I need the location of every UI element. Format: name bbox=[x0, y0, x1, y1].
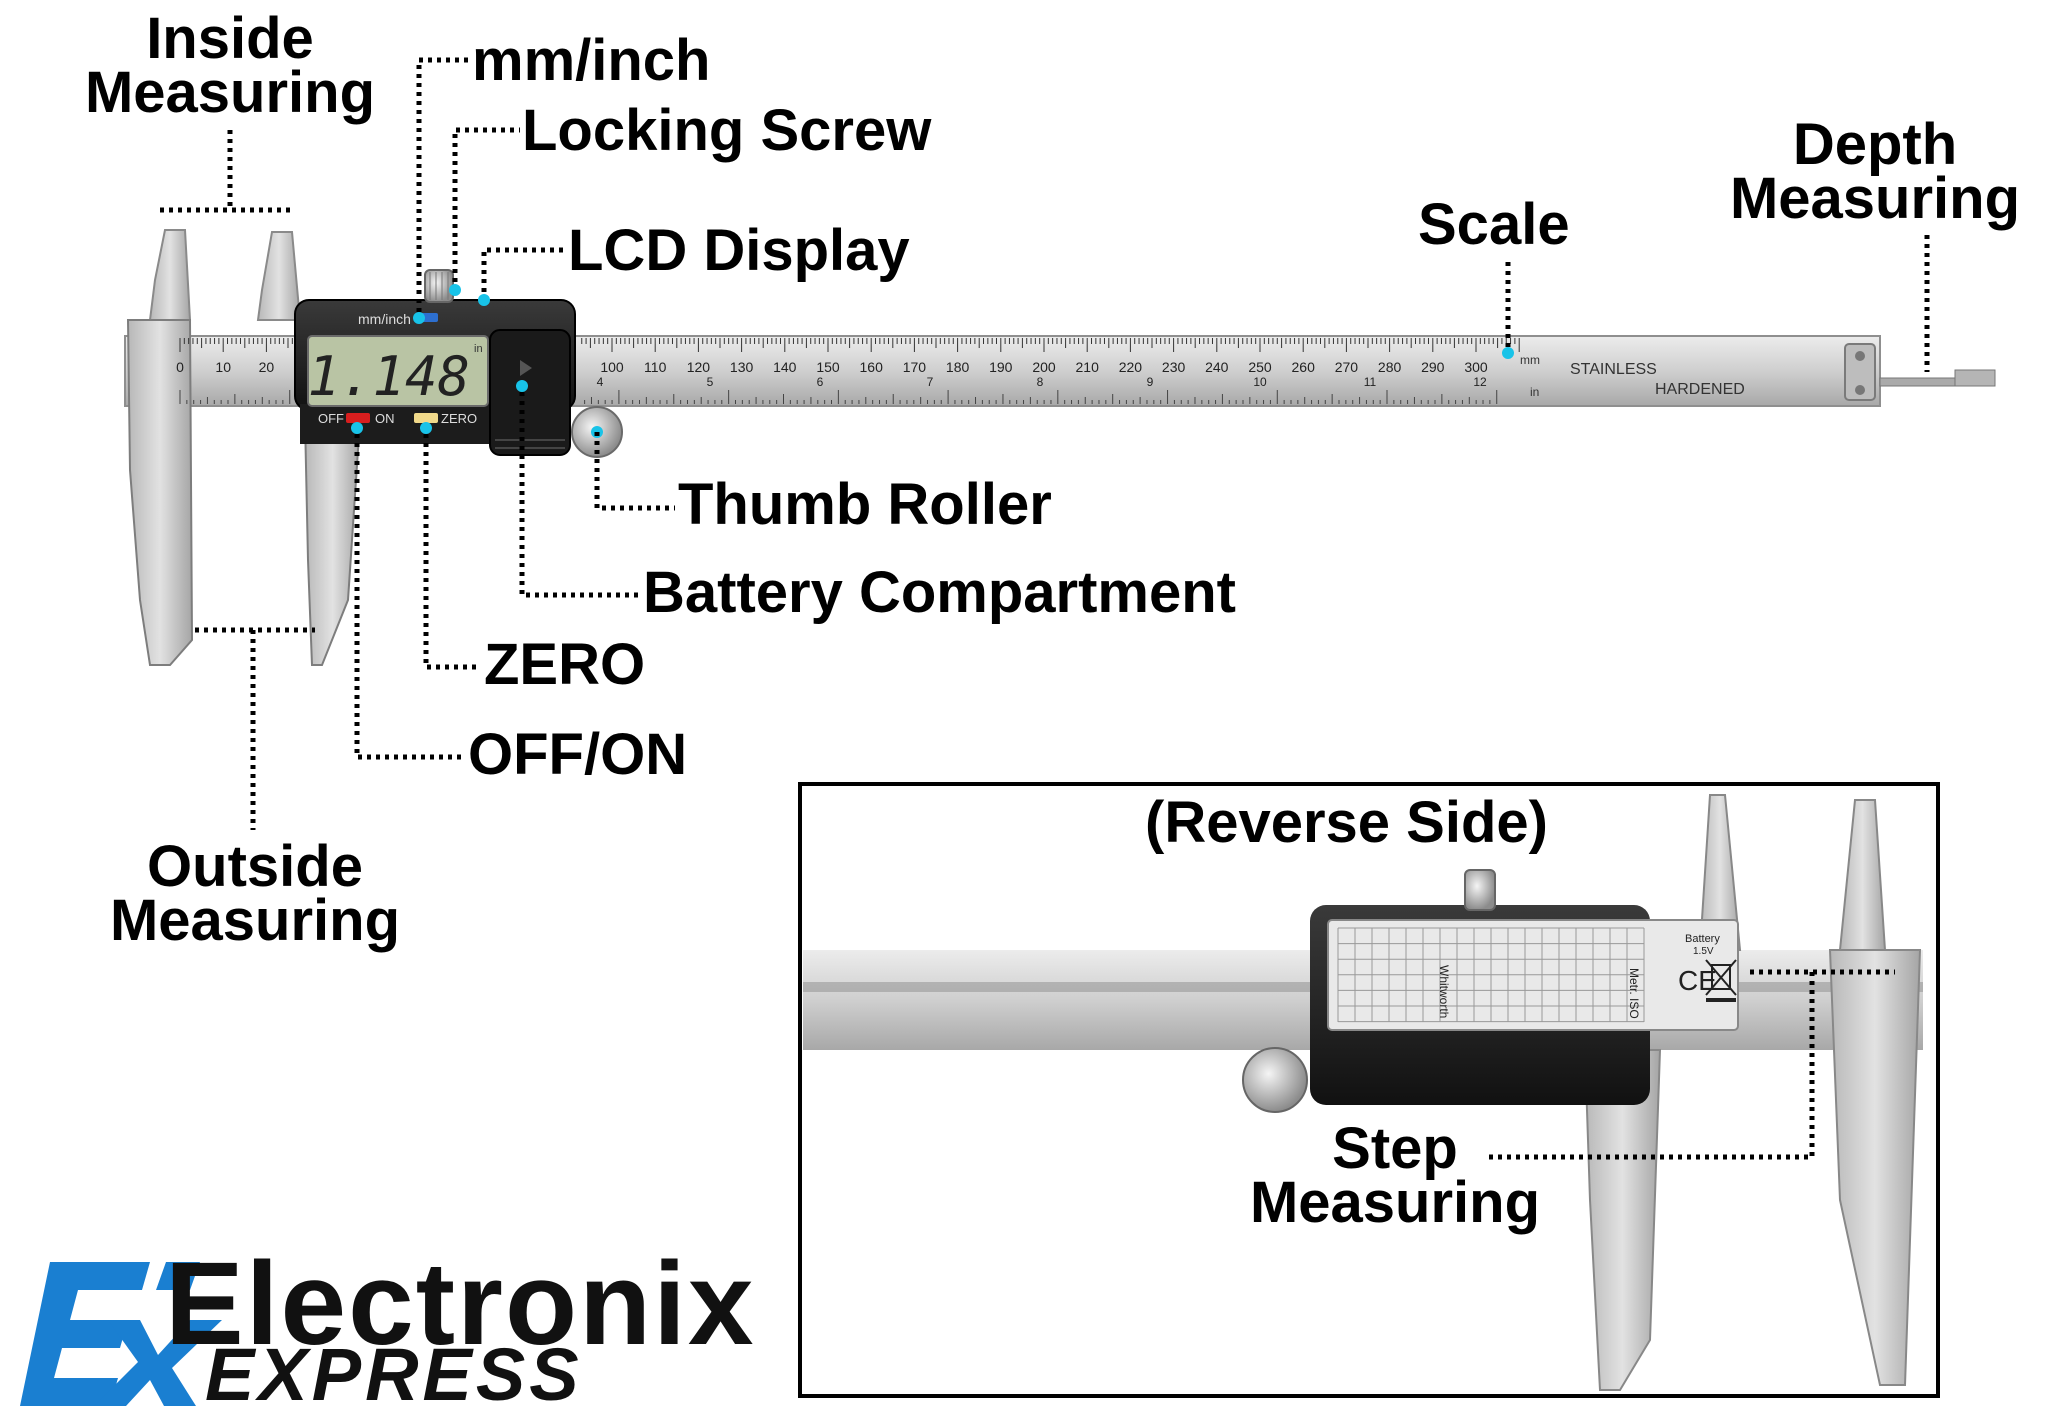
label-outside-measuring: Outside Measuring bbox=[109, 834, 401, 953]
reverse-jaw-fixed bbox=[1828, 949, 1922, 1386]
scale-number-mm: 290 bbox=[1421, 359, 1445, 375]
step-leader bbox=[1488, 969, 1895, 1160]
scale-number-mm: 120 bbox=[687, 359, 711, 375]
zero-label: ZERO bbox=[441, 411, 477, 426]
reverse-battery-voltage: 1.5V bbox=[1693, 946, 1714, 957]
scale-number-mm: 140 bbox=[773, 359, 797, 375]
label-lcd-display: LCD Display bbox=[568, 218, 910, 283]
scale-number-mm: 150 bbox=[816, 359, 840, 375]
table-header-metric: Metr. ISO bbox=[1627, 968, 1641, 1019]
scale-number-mm: 130 bbox=[730, 359, 754, 375]
scale-number-mm: 110 bbox=[644, 359, 667, 375]
scale-number-mm: 190 bbox=[989, 359, 1013, 375]
scale-number-mm: 220 bbox=[1119, 359, 1143, 375]
scale-number-mm: 20 bbox=[259, 359, 275, 375]
reverse-jaw-moving bbox=[1583, 1049, 1662, 1391]
scale-number-in: 5 bbox=[707, 375, 714, 389]
battery-compartment bbox=[489, 329, 571, 456]
off-on-button[interactable] bbox=[346, 413, 370, 423]
scale-number-mm: 240 bbox=[1205, 359, 1229, 375]
scale-number-mm: 100 bbox=[600, 359, 624, 375]
scale-number-mm: 260 bbox=[1292, 359, 1316, 375]
label-reverse-side: (Reverse Side) bbox=[1145, 790, 1548, 855]
scale-number-in: 8 bbox=[1037, 375, 1044, 389]
stamp-hardened: HARDENED bbox=[1655, 381, 1745, 398]
scale-number-mm: 160 bbox=[860, 359, 884, 375]
lcd-screen bbox=[307, 335, 489, 407]
outside-jaw-fixed bbox=[126, 319, 194, 666]
logo-monogram-icon bbox=[20, 1262, 222, 1406]
scale-number-in: 11 bbox=[1364, 375, 1377, 389]
lcd-unit: in bbox=[474, 343, 483, 355]
scale-number-mm: 200 bbox=[1032, 359, 1056, 375]
inside-jaw-fixed bbox=[148, 229, 192, 321]
scale-unit-in: in bbox=[1530, 385, 1539, 399]
label-locking-screw: Locking Screw bbox=[522, 98, 932, 163]
inside-jaw-moving bbox=[256, 231, 302, 321]
scale-number-mm: 170 bbox=[903, 359, 927, 375]
label-battery-compartment: Battery Compartment bbox=[643, 560, 1236, 625]
off-label: OFF bbox=[318, 411, 344, 426]
scale-number-mm: 180 bbox=[946, 359, 970, 375]
logo-wordmark-electronix: Electronix bbox=[165, 1238, 756, 1370]
reverse-side-panel: Battery 1.5V CE Metr. ISO Whitworth bbox=[798, 782, 1940, 1398]
label-thumb-roller: Thumb Roller bbox=[678, 472, 1052, 537]
stamp-stainless: STAINLESS bbox=[1570, 361, 1657, 378]
scale-number-mm: 280 bbox=[1378, 359, 1402, 375]
reverse-battery-label: Battery bbox=[1685, 933, 1720, 945]
scale-unit-mm: mm bbox=[1520, 353, 1540, 367]
scale-ticks bbox=[179, 338, 1520, 404]
lcd-reading: 1.148 bbox=[307, 345, 470, 408]
scale-number-mm: 210 bbox=[1076, 359, 1100, 375]
label-scale: Scale bbox=[1418, 192, 1570, 257]
zero-button[interactable] bbox=[414, 413, 438, 423]
scale-number-mm: 230 bbox=[1162, 359, 1186, 375]
weee-bin-icon bbox=[1705, 959, 1737, 1002]
locking-screw bbox=[424, 269, 454, 303]
caliper-front: 0 10 20 100 110 120 130 140 150 160 170 180 190 200 21… bbox=[124, 229, 1996, 666]
label-off-on: OFF/ON bbox=[468, 722, 688, 787]
scale-number-mm: 270 bbox=[1335, 359, 1359, 375]
scale-number-in: 4 bbox=[597, 375, 604, 389]
label-inside-measuring: Inside Measuring bbox=[84, 6, 376, 125]
beam-end-cap bbox=[1844, 343, 1876, 401]
label-depth-measuring: Depth Measuring bbox=[1729, 112, 2021, 231]
logo-wordmark-express: EXPRESS bbox=[205, 1333, 583, 1416]
scale-number-mm: 250 bbox=[1248, 359, 1272, 375]
scale-number-in: 10 bbox=[1253, 375, 1267, 389]
label-step-measuring: Step Measuring bbox=[1249, 1116, 1541, 1235]
label-zero: ZERO bbox=[484, 632, 646, 697]
scale-number-in: 7 bbox=[927, 375, 934, 389]
table-header-whitworth: Whitworth bbox=[1437, 965, 1451, 1018]
callout-dots bbox=[351, 284, 1514, 438]
display-head-lower bbox=[300, 404, 500, 444]
label-mm-inch: mm/inch bbox=[472, 28, 711, 93]
scale-number-in: 6 bbox=[817, 375, 824, 389]
leader-lines bbox=[160, 57, 1930, 830]
scale-number-mm: 300 bbox=[1464, 359, 1488, 375]
scale-number-in: 12 bbox=[1473, 375, 1487, 389]
on-label: ON bbox=[375, 411, 395, 426]
scale-number-mm: 10 bbox=[215, 359, 231, 375]
scale-numbers: 0 10 20 100 110 120 130 140 150 160 170 180 190 200 21… bbox=[176, 359, 1488, 389]
scale-number-in: 9 bbox=[1147, 375, 1154, 389]
scale-number-mm: 0 bbox=[176, 359, 184, 375]
mm-inch-button-label: mm/inch bbox=[358, 311, 411, 327]
reverse-jaw-tip bbox=[1838, 799, 1887, 951]
